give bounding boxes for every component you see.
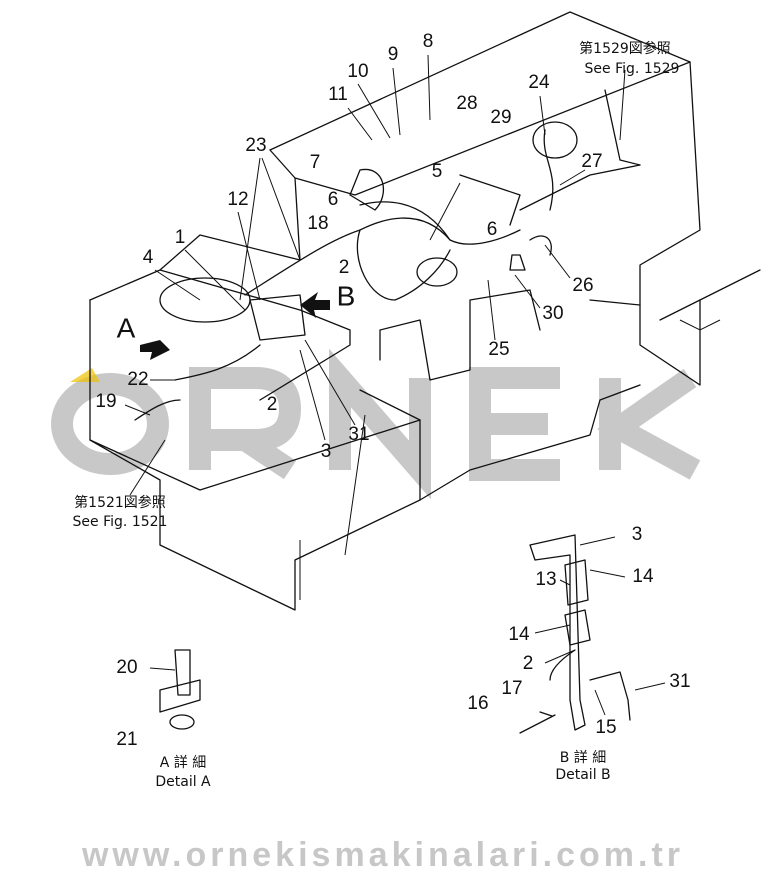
callout: 22 bbox=[127, 369, 148, 390]
callout: 18 bbox=[307, 213, 328, 234]
callout: 31 bbox=[669, 671, 690, 692]
reference-jp: 第1521図参照 bbox=[74, 494, 166, 511]
reference-jp: 第1529図参照 bbox=[579, 40, 671, 57]
arrow-a-icon bbox=[140, 335, 170, 360]
horn bbox=[532, 121, 578, 159]
callout: 7 bbox=[310, 152, 321, 173]
callouts: 8 9 10 11 7 6 18 23 12 1 4 2 5 6 28 29 2… bbox=[95, 31, 690, 750]
arrow-b-icon bbox=[300, 292, 330, 318]
callout: 2 bbox=[267, 394, 278, 415]
callout: 30 bbox=[542, 303, 563, 324]
callout: 4 bbox=[143, 247, 154, 268]
machine-body bbox=[89, 11, 761, 611]
callout: 25 bbox=[488, 339, 509, 360]
view-label-a: A bbox=[117, 312, 136, 343]
callout: 23 bbox=[245, 135, 266, 156]
watermark-brand-logo bbox=[51, 348, 701, 500]
reference-en: See Fig. 1521 bbox=[73, 514, 168, 530]
callout: 6 bbox=[328, 189, 339, 210]
callout: 5 bbox=[432, 161, 443, 182]
callout: 15 bbox=[595, 717, 616, 738]
detail-b-en: Detail B bbox=[555, 767, 610, 783]
detail-a-jp: A 詳 細 bbox=[160, 755, 206, 771]
steering-wheel bbox=[159, 277, 251, 323]
leader-lines bbox=[124, 54, 666, 716]
view-arrows: A B bbox=[117, 280, 356, 360]
callout: 2 bbox=[339, 257, 350, 278]
relay bbox=[416, 257, 458, 287]
callout: 6 bbox=[487, 219, 498, 240]
callout: 29 bbox=[490, 107, 511, 128]
callout: 17 bbox=[501, 678, 522, 699]
callout: 24 bbox=[528, 72, 550, 93]
callout: 28 bbox=[456, 93, 477, 114]
view-label-b: B bbox=[337, 280, 356, 311]
watermark-url: www.ornekismakinalari.com.tr bbox=[81, 836, 684, 874]
callout: 10 bbox=[347, 61, 368, 82]
callout: 3 bbox=[321, 441, 332, 462]
callout: 21 bbox=[116, 729, 137, 750]
figure-references: 第1529図参照 See Fig. 1529 第1521図参照 See Fig.… bbox=[73, 40, 680, 530]
callout: 19 bbox=[95, 391, 116, 412]
callout: 2 bbox=[523, 653, 534, 674]
reference-en: See Fig. 1529 bbox=[585, 61, 680, 77]
callout: 20 bbox=[116, 657, 137, 678]
callout: 11 bbox=[328, 84, 348, 105]
switch bbox=[349, 168, 384, 211]
watermark-accent bbox=[70, 368, 100, 382]
watermark: www.ornekismakinalari.com.tr bbox=[51, 348, 701, 874]
detail-b-drawing bbox=[519, 534, 631, 734]
callout: 3 bbox=[632, 524, 643, 545]
callout: 31 bbox=[348, 424, 369, 445]
callout: 26 bbox=[572, 275, 593, 296]
callout: 1 bbox=[175, 227, 186, 248]
detail-labels: A 詳 細 Detail A B 詳 細 Detail B bbox=[155, 750, 610, 790]
callout: 9 bbox=[388, 44, 399, 65]
callout: 14 bbox=[508, 624, 530, 645]
callout: 27 bbox=[581, 151, 602, 172]
detail-a-drawing bbox=[159, 649, 201, 730]
callout: 8 bbox=[423, 31, 434, 52]
callout: 13 bbox=[535, 569, 556, 590]
callout: 14 bbox=[632, 566, 654, 587]
detail-b-jp: B 詳 細 bbox=[560, 750, 607, 766]
detail-a-en: Detail A bbox=[155, 774, 211, 790]
callout: 16 bbox=[467, 693, 488, 714]
wiring-harness bbox=[134, 89, 641, 421]
callout: 12 bbox=[227, 189, 248, 210]
